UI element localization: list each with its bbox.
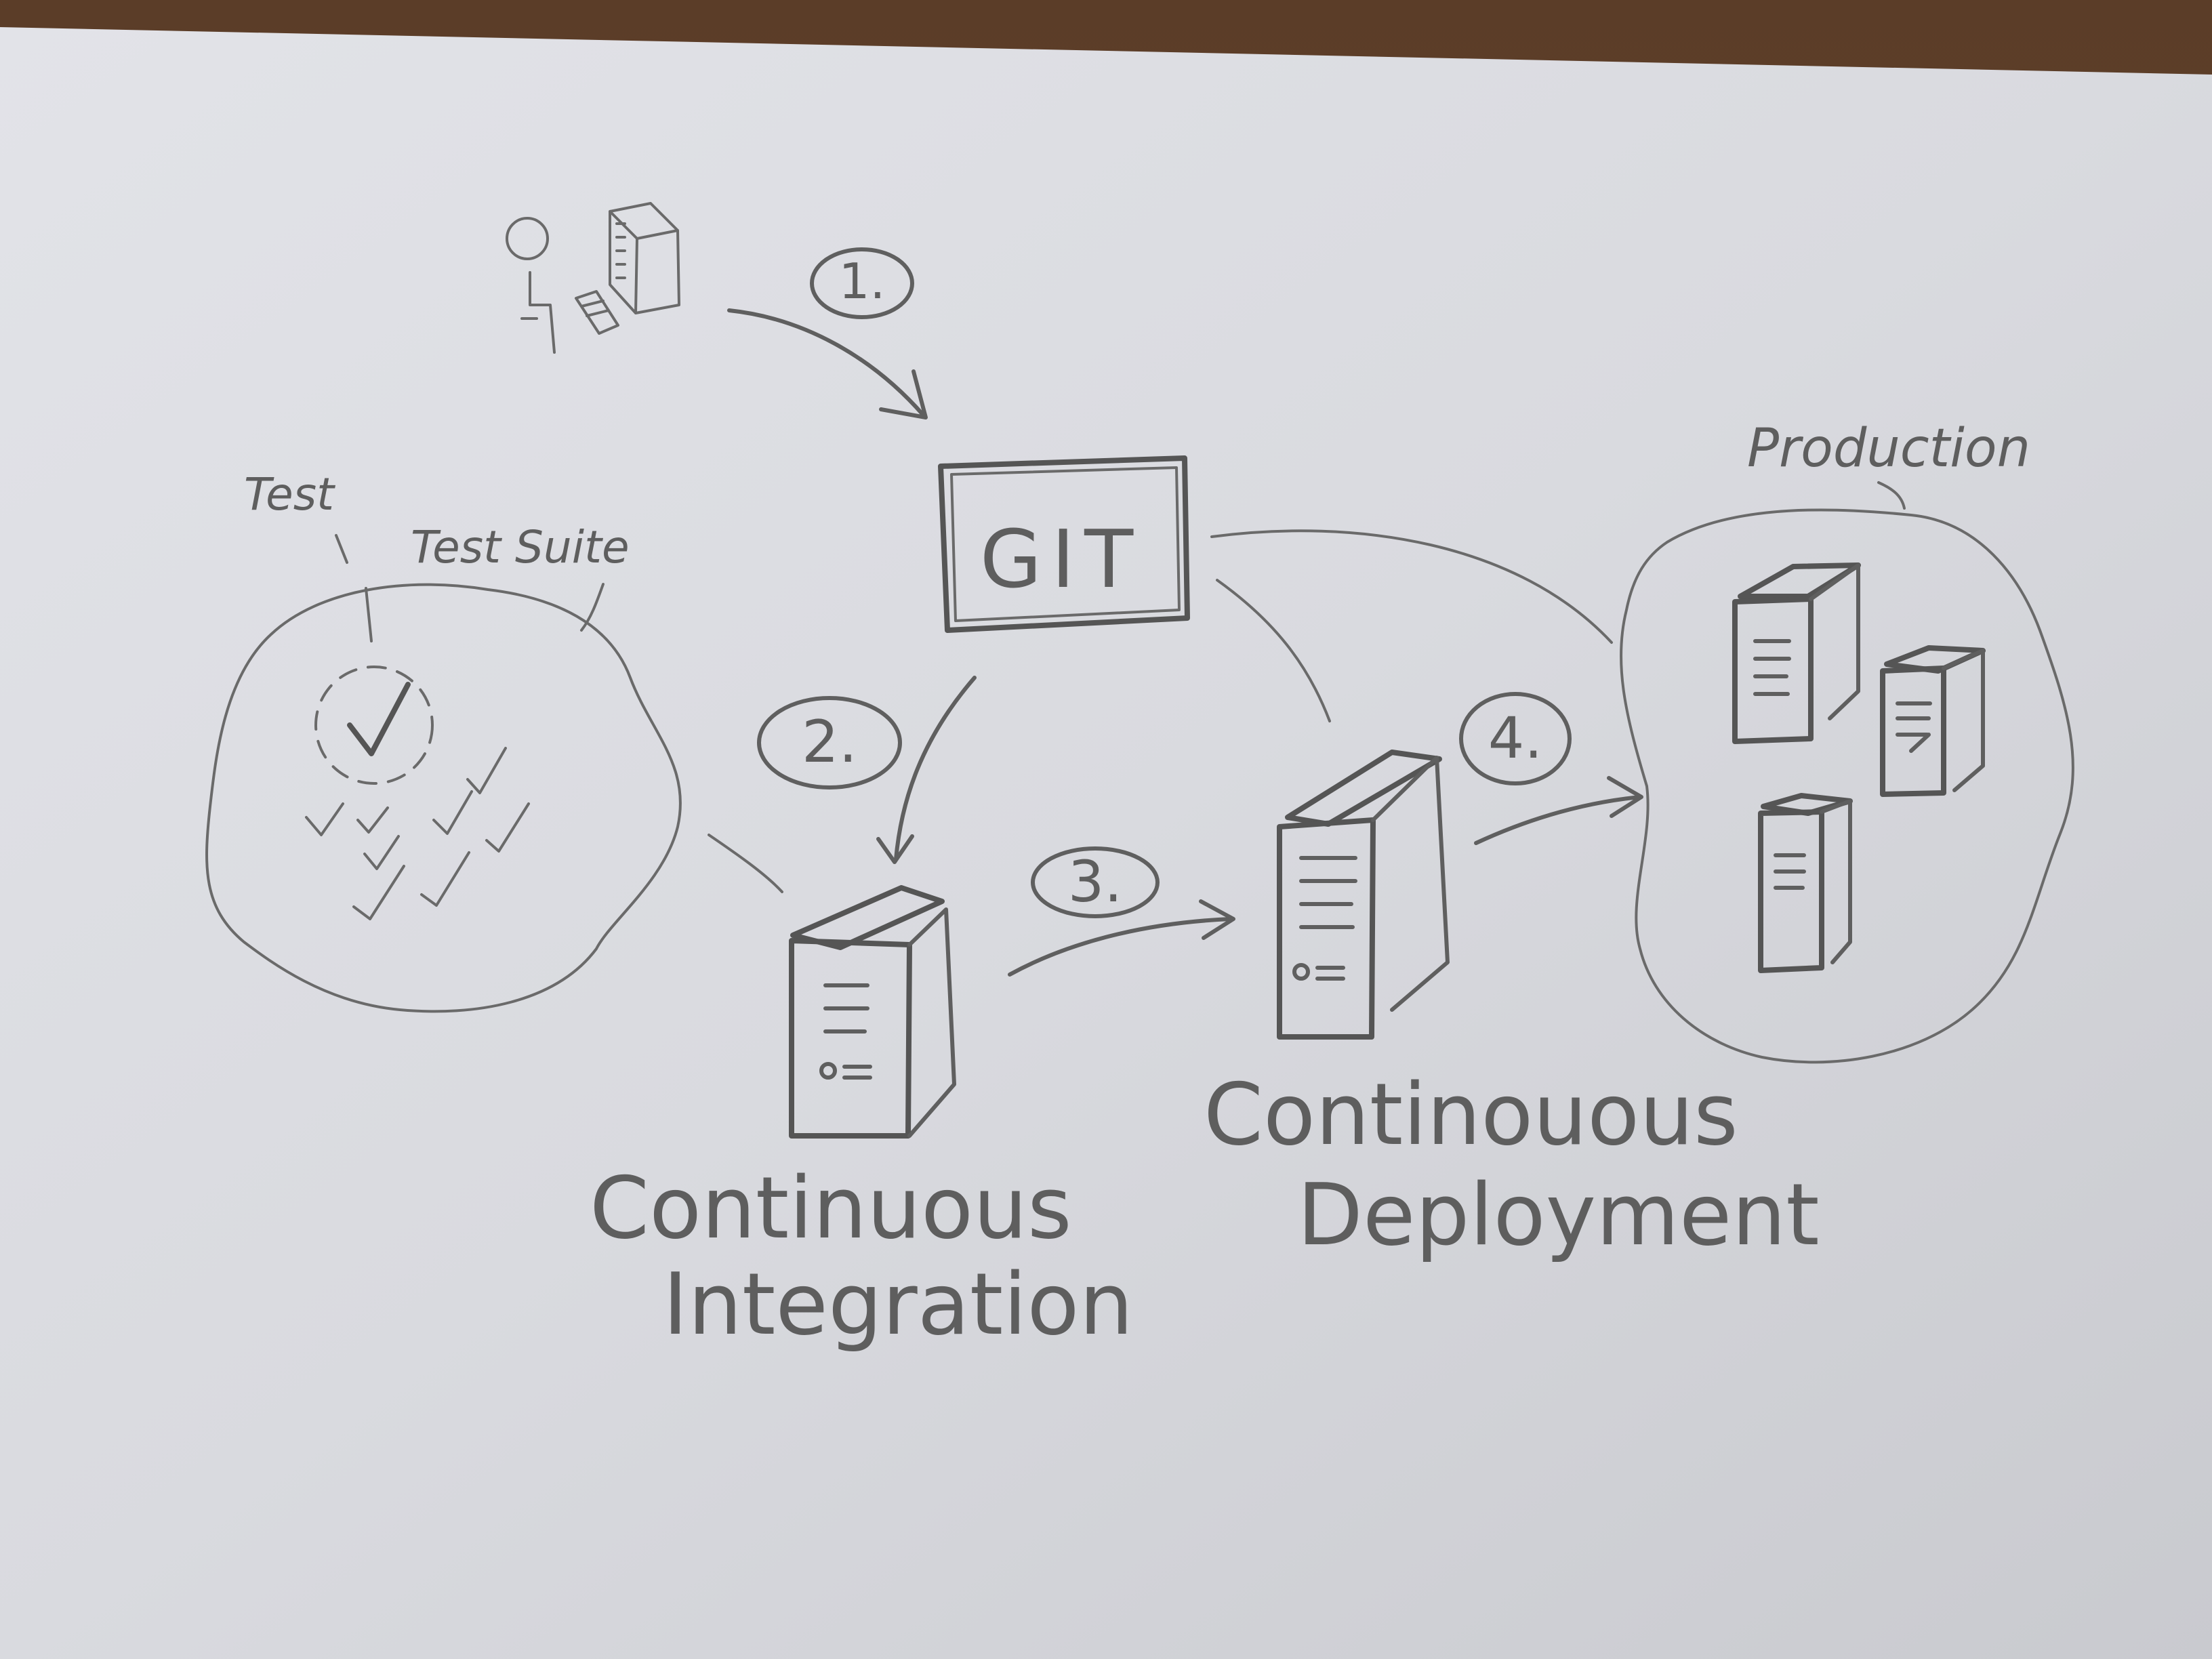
step-2-label: 2. bbox=[802, 708, 857, 776]
test-suite-cloud bbox=[205, 583, 682, 1013]
ci-server-icon bbox=[789, 885, 956, 1139]
arrow-git-to-ci bbox=[894, 676, 977, 861]
arrowhead-git-to-ci bbox=[876, 834, 914, 864]
test-pointer bbox=[335, 534, 373, 642]
production-pointer bbox=[1877, 481, 1906, 510]
git-repository-box: GIT bbox=[938, 455, 1190, 633]
step-4-badge: 4. bbox=[1459, 692, 1572, 785]
arrowhead-cd-to-production bbox=[1607, 776, 1643, 818]
cd-label-line2: Deployment bbox=[1297, 1165, 1820, 1265]
production-server-3 bbox=[1758, 793, 1853, 973]
step-1-badge: 1. bbox=[810, 247, 914, 319]
step-4-label: 4. bbox=[1488, 705, 1542, 771]
step-1-label: 1. bbox=[839, 253, 886, 310]
connector-git-to-cd bbox=[1216, 579, 1331, 722]
ci-label-line2: Integration bbox=[663, 1254, 1133, 1354]
test-label: Test bbox=[244, 468, 335, 520]
arrow-cd-to-production bbox=[1474, 795, 1642, 845]
test-suite-label: Test Suite bbox=[411, 521, 630, 573]
git-label: GIT bbox=[980, 512, 1143, 606]
production-label: Production bbox=[1747, 418, 2030, 479]
ci-label-line1: Continuous bbox=[590, 1158, 1072, 1258]
cd-server-icon bbox=[1277, 750, 1450, 1040]
developer-icon bbox=[506, 202, 680, 354]
connector-tests-to-ci bbox=[708, 834, 783, 893]
production-server-2 bbox=[1880, 645, 1986, 797]
step-3-badge: 3. bbox=[1031, 846, 1160, 918]
arrow-developer-to-git bbox=[727, 308, 925, 417]
production-server-1 bbox=[1732, 562, 1861, 744]
production-cloud bbox=[1619, 508, 2074, 1064]
test-suite-pointer bbox=[580, 583, 605, 632]
arrowhead-ci-to-cd bbox=[1199, 899, 1235, 940]
arrow-ci-to-cd bbox=[1008, 917, 1233, 977]
cd-label-line1: Continouous bbox=[1204, 1065, 1738, 1164]
arrowhead-developer-to-git bbox=[879, 369, 928, 419]
connector-git-to-production bbox=[1210, 529, 1613, 644]
step-2-badge: 2. bbox=[757, 696, 902, 790]
step-3-label: 3. bbox=[1068, 848, 1122, 915]
